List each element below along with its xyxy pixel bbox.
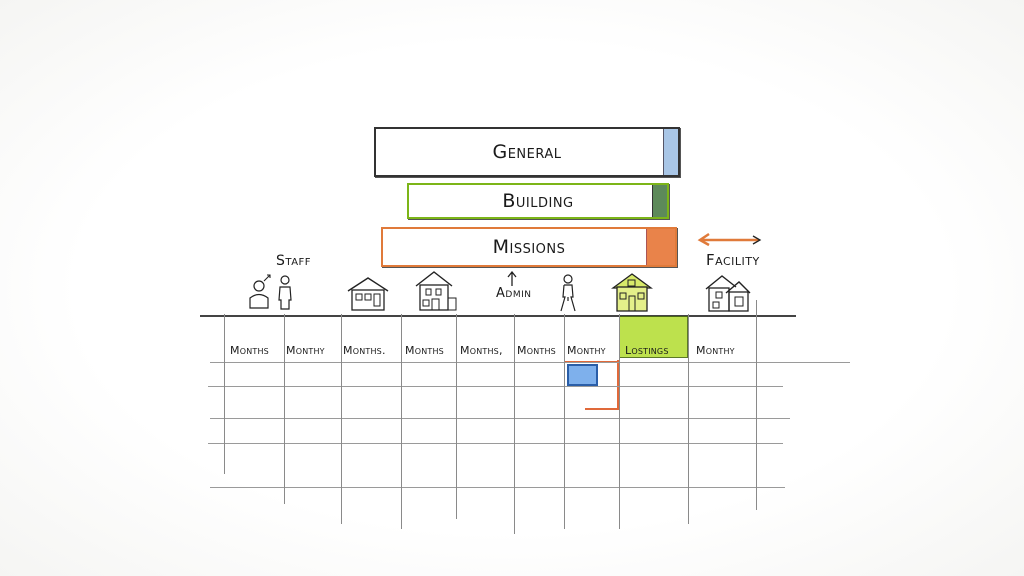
orange-outline-right xyxy=(617,360,619,410)
grid-line xyxy=(210,487,785,488)
baseline xyxy=(200,315,796,317)
column-header: Monthy xyxy=(567,344,606,357)
orange-outline-bottom xyxy=(585,408,619,410)
column-header: Monthy xyxy=(696,344,735,357)
grid-line xyxy=(208,443,783,444)
grid-column-line xyxy=(619,314,620,529)
general-box: General xyxy=(374,127,680,177)
building-box-side xyxy=(652,185,667,217)
staff-label: Staff xyxy=(276,253,312,269)
missions-box-side xyxy=(646,229,675,265)
highlighted-column-header xyxy=(619,316,688,358)
green-house-icon xyxy=(611,273,653,312)
grid-column-line xyxy=(688,314,689,524)
grid-line xyxy=(210,418,790,419)
grid-column-line xyxy=(564,314,565,529)
column-header-highlighted: Lostings xyxy=(625,344,669,357)
grid-column-line xyxy=(514,314,515,534)
highlighted-cell xyxy=(567,364,598,386)
facility-label: Facility xyxy=(706,251,760,269)
walking-person-icon xyxy=(560,274,576,312)
facility-house-icon xyxy=(705,275,751,312)
grid-column-line xyxy=(284,314,285,504)
column-header: Months. xyxy=(343,344,386,357)
general-box-side xyxy=(663,129,678,175)
admin-label: Admin xyxy=(496,286,532,301)
missions-box: Missions xyxy=(381,227,677,267)
building-label: Building xyxy=(502,190,574,212)
general-label: General xyxy=(492,141,562,163)
grid-column-line xyxy=(456,314,457,519)
grid-column-line xyxy=(224,314,225,474)
grid-column-line xyxy=(401,314,402,529)
column-header: Months xyxy=(405,344,444,357)
staff-person-icon xyxy=(249,274,292,310)
column-header: Months xyxy=(517,344,556,357)
grid-column-line xyxy=(756,300,757,510)
two-story-house-icon xyxy=(415,271,457,311)
grid-line xyxy=(208,386,783,387)
double-arrow-icon xyxy=(697,232,762,247)
missions-label: Missions xyxy=(492,236,566,258)
column-header: Monthy xyxy=(286,344,325,357)
grid-column-line xyxy=(341,314,342,524)
column-header: Months, xyxy=(460,344,503,357)
grid-line xyxy=(210,362,850,363)
house-icon xyxy=(347,277,389,311)
building-box: Building xyxy=(407,183,669,219)
up-arrow-icon xyxy=(507,271,517,286)
column-header: Months xyxy=(230,344,269,357)
